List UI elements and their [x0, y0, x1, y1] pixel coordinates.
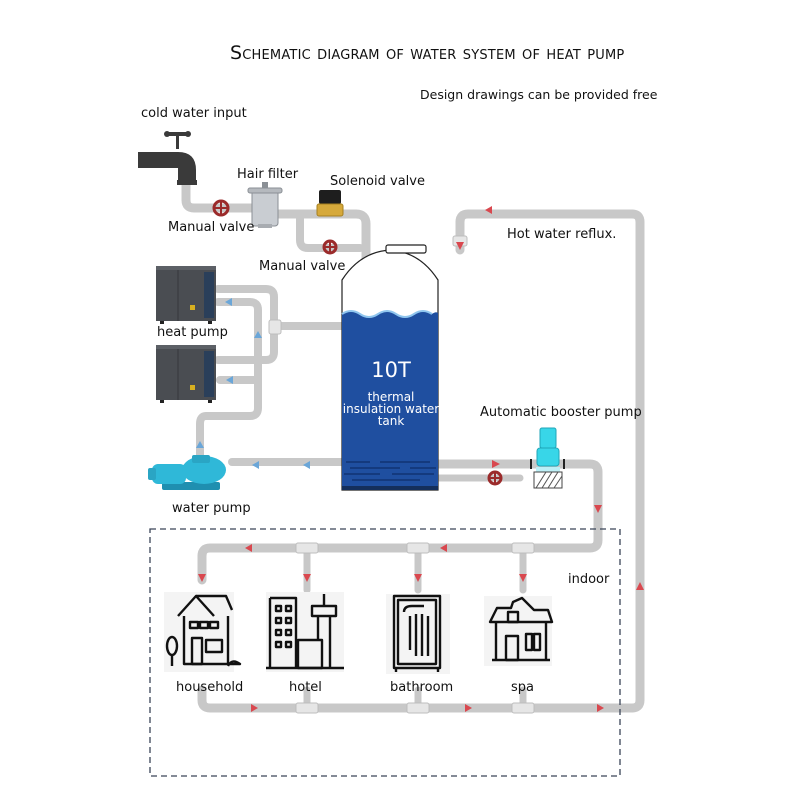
water-pump-icon	[148, 455, 226, 490]
pipe-cold-inlet	[181, 177, 267, 213]
faucet-icon	[138, 131, 197, 185]
heat-pump-unit-1	[156, 266, 216, 324]
solenoid-valve-icon	[316, 190, 344, 217]
manual-valve-icon	[322, 239, 338, 255]
label-cold-water-input: cold water input	[141, 106, 247, 121]
diagram-title: Schematic diagram of water system of hea…	[230, 42, 625, 64]
pipe-return-household	[197, 685, 609, 713]
endpoint-label-hotel: hotel	[289, 680, 322, 695]
heat-pump-unit-2	[156, 345, 216, 403]
drain-valve-icon	[487, 470, 503, 486]
pipe-hot-reflux	[455, 209, 645, 713]
pipe-fittings	[268, 235, 535, 714]
label-hot-water-reflux: Hot water reflux.	[507, 227, 617, 242]
label-automatic-booster-pump: Automatic booster pump	[480, 405, 642, 420]
pipe-heatpump-2	[196, 298, 262, 464]
label-manual-valve-1: Manual valve	[168, 220, 255, 235]
indoor-boundary	[149, 528, 621, 777]
endpoint-label-household: household	[176, 680, 244, 695]
shower-icon	[386, 594, 450, 674]
pipe-tank-to-booster	[197, 459, 603, 585]
flow-arrows-hot	[198, 206, 644, 712]
hair-filter-icon	[247, 182, 283, 228]
water-tank	[341, 244, 439, 491]
diagram-subtitle: Design drawings can be provided free	[420, 87, 658, 102]
label-heat-pump: heat pump	[157, 325, 228, 340]
pipe-bypass	[296, 214, 364, 252]
label-manual-valve-2: Manual valve	[259, 259, 346, 274]
spa-icon	[484, 596, 554, 666]
label-hair-filter: Hair filter	[237, 167, 299, 182]
label-water-pump: water pump	[172, 501, 251, 516]
label-indoor: indoor	[568, 572, 610, 587]
pipe-filter-to-solenoid	[271, 209, 371, 263]
tank-description: thermal insulation water tank	[342, 390, 440, 428]
endpoint-label-bathroom: bathroom	[390, 680, 454, 695]
label-solenoid-valve: Solenoid valve	[330, 174, 425, 189]
tank-capacity: 10T	[371, 358, 411, 382]
pipe-network	[181, 177, 645, 713]
hotel-icon	[266, 592, 344, 672]
house-icon	[164, 592, 242, 672]
manual-valve-icon	[212, 199, 230, 217]
endpoint-label-spa: spa	[511, 680, 534, 695]
flow-arrows-cold	[196, 298, 310, 469]
booster-pump-icon	[530, 427, 565, 489]
